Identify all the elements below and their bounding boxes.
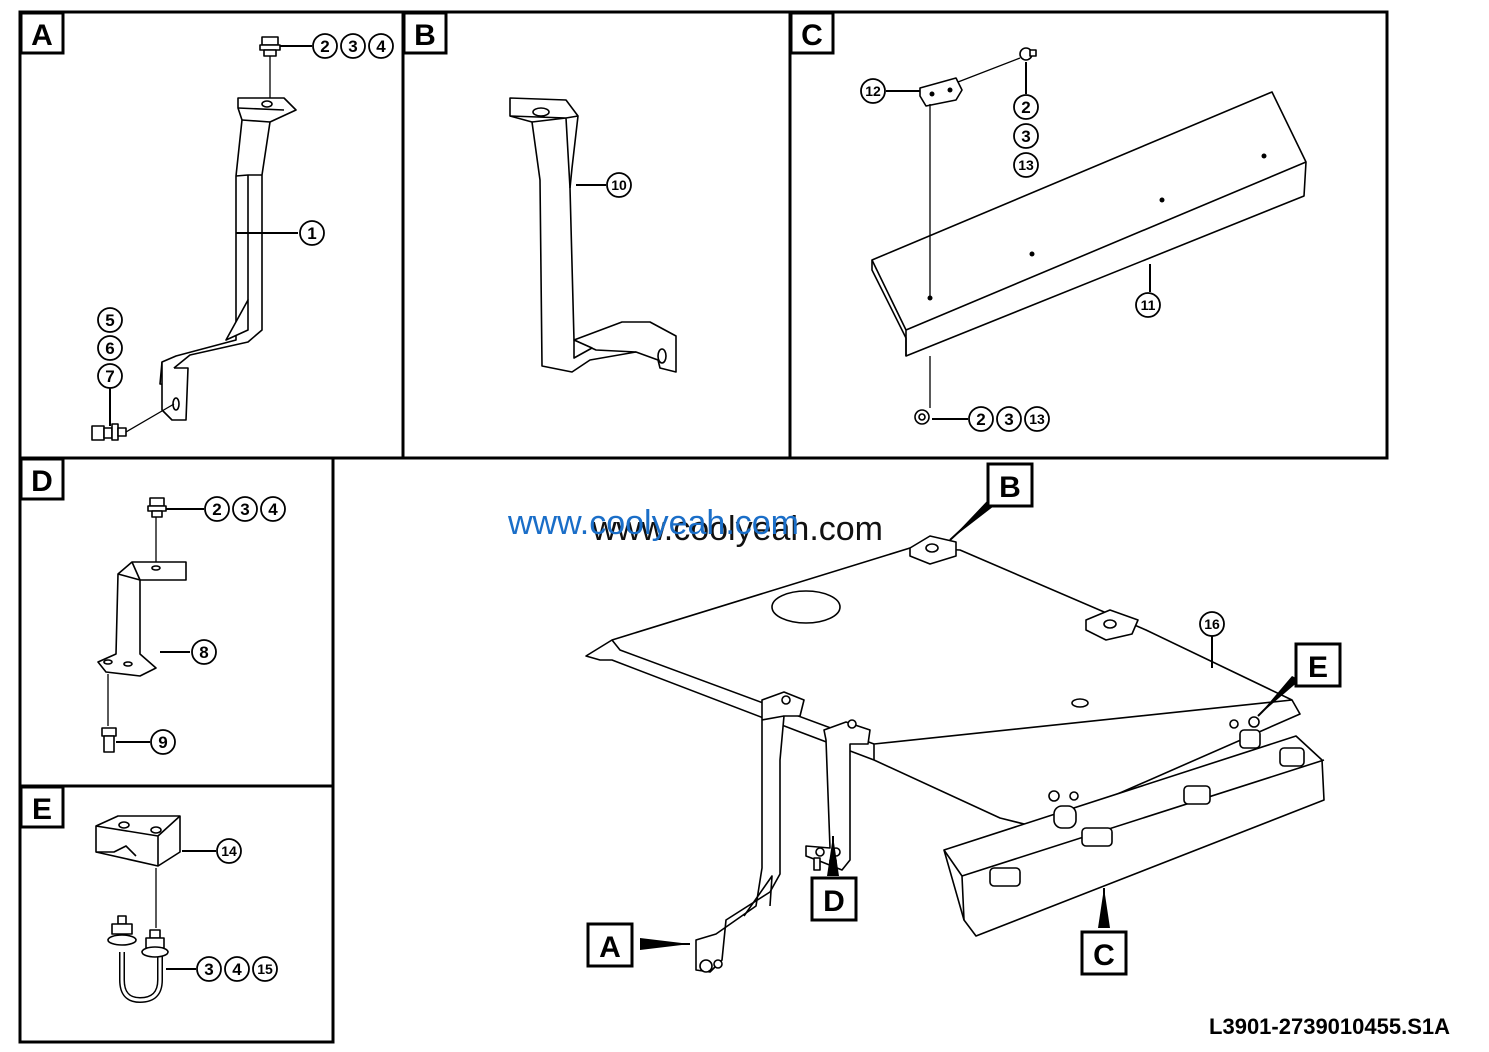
- svg-text:E: E: [32, 793, 52, 826]
- svg-text:13: 13: [1029, 411, 1045, 427]
- nut-icon: [699, 959, 723, 973]
- svg-text:2: 2: [1021, 98, 1030, 117]
- svg-text:D: D: [31, 465, 53, 498]
- main-label-d: D: [810, 876, 858, 922]
- svg-text:9: 9: [158, 733, 167, 752]
- svg-text:3: 3: [1004, 410, 1013, 429]
- svg-text:C: C: [1093, 939, 1115, 972]
- svg-text:15: 15: [257, 961, 273, 977]
- svg-text:B: B: [414, 19, 436, 52]
- nut-icon: [259, 36, 281, 57]
- svg-text:6: 6: [105, 339, 114, 358]
- main-label-c: C: [1080, 930, 1128, 976]
- watermark-black: www.coolyeah.com: [591, 510, 883, 548]
- main-label-a: A: [586, 922, 634, 968]
- section-label-e: E: [19, 785, 65, 829]
- callout-c-fastener-bottom: 2 3 13: [968, 406, 1050, 432]
- svg-text:C: C: [801, 19, 823, 52]
- callout-c-clip: 12: [860, 78, 886, 104]
- callout-a-bracket: 1: [299, 220, 325, 246]
- callout-e-block: 14: [216, 838, 242, 864]
- nut-icon: [914, 409, 930, 425]
- svg-text:B: B: [999, 471, 1021, 504]
- callout-c-fastener-top: 2 3 13: [1013, 94, 1039, 178]
- section-label-d: D: [19, 457, 65, 501]
- svg-text:D: D: [823, 885, 845, 918]
- callout-d-bracket: 8: [191, 639, 217, 665]
- svg-text:16: 16: [1204, 616, 1220, 632]
- svg-text:A: A: [599, 931, 621, 964]
- panel-b-bracket-10: [509, 97, 677, 373]
- svg-text:5: 5: [105, 311, 114, 330]
- svg-text:2: 2: [212, 500, 221, 519]
- nut-icon: [1019, 47, 1037, 61]
- svg-text:2: 2: [976, 410, 985, 429]
- main-label-e: E: [1294, 642, 1342, 688]
- callout-d-top: 2 3 4: [204, 496, 286, 522]
- svg-text:4: 4: [376, 37, 386, 56]
- watermark-blue: www.coolyeah.com: [507, 504, 799, 542]
- callout-a-bolt: 5 6 7: [97, 307, 123, 389]
- section-label-a: A: [19, 11, 65, 55]
- section-label-b: B: [402, 11, 448, 55]
- callout-e-ubolt: 3 4 15: [196, 956, 278, 982]
- svg-text:E: E: [1308, 651, 1328, 684]
- callout-d-bolt: 9: [150, 729, 176, 755]
- svg-text:4: 4: [268, 500, 278, 519]
- svg-text:A: A: [31, 19, 53, 52]
- bolt-icon: [101, 727, 117, 753]
- svg-text:3: 3: [1021, 127, 1030, 146]
- panel-a-bracket-1: [91, 36, 312, 441]
- svg-text:4: 4: [232, 960, 242, 979]
- panel-frames: [18, 10, 1389, 1044]
- svg-text:11: 11: [1141, 297, 1156, 313]
- svg-text:14: 14: [221, 843, 237, 859]
- main-label-b: B: [986, 462, 1034, 508]
- svg-text:12: 12: [865, 83, 881, 99]
- panel-d-bracket-8: [97, 497, 204, 753]
- svg-text:7: 7: [105, 367, 114, 386]
- clamp-icon: [989, 716, 1305, 887]
- drawing-code: L3901-2739010455.S1A: [1209, 1014, 1450, 1039]
- svg-text:3: 3: [348, 37, 357, 56]
- svg-text:1: 1: [307, 224, 316, 243]
- svg-text:3: 3: [240, 500, 249, 519]
- bolt-icon: [91, 423, 127, 441]
- callout-c-guard: 11: [1135, 292, 1161, 318]
- svg-text:3: 3: [204, 960, 213, 979]
- main-assembly-view: [585, 500, 1325, 973]
- panel-c-guard-11: [871, 47, 1307, 425]
- section-label-c: C: [789, 11, 835, 55]
- panel-e-clamp-14: [95, 815, 216, 1003]
- svg-text:10: 10: [611, 177, 627, 193]
- nut-icon: [147, 497, 167, 518]
- svg-text:2: 2: [320, 37, 329, 56]
- callout-main-plate: 16: [1199, 611, 1225, 637]
- svg-text:13: 13: [1018, 157, 1034, 173]
- callout-b-bracket: 10: [606, 172, 632, 198]
- nut-icon: [107, 915, 169, 958]
- callout-a-top: 2 3 4: [312, 33, 394, 59]
- svg-text:8: 8: [199, 643, 208, 662]
